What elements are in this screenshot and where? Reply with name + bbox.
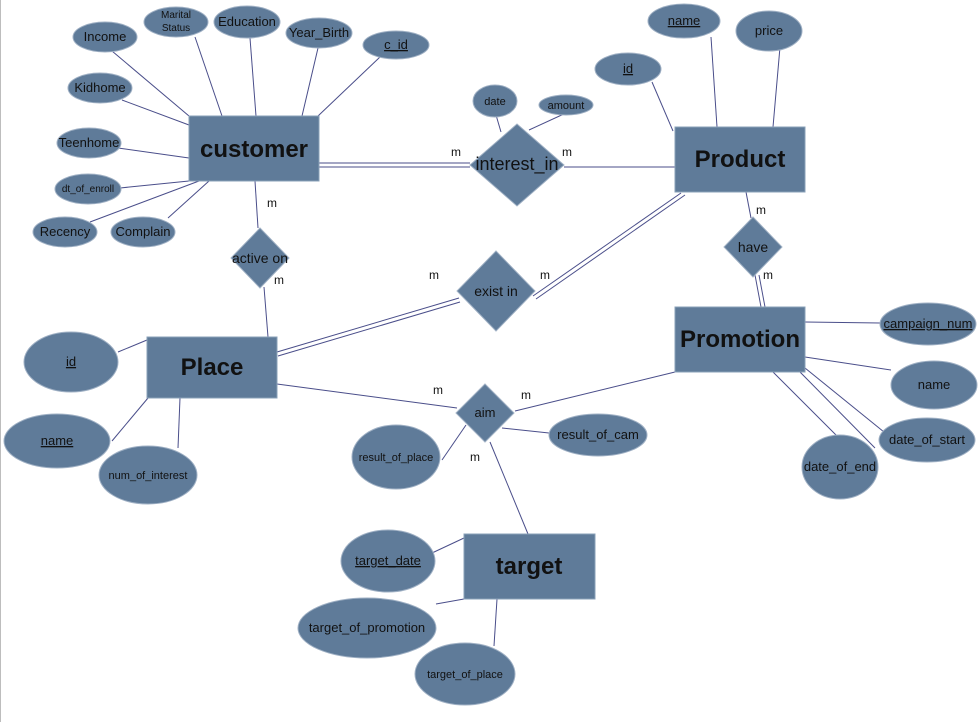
svg-text:dt_of_enroll: dt_of_enroll — [62, 184, 114, 195]
svg-text:name: name — [918, 377, 951, 392]
relationship-active-on: active on — [230, 227, 290, 289]
relationship-interest-in-label: interest_in — [475, 154, 558, 175]
attr-promotion-name: name — [890, 360, 978, 410]
svg-text:Year_Birth: Year_Birth — [289, 25, 349, 40]
relationship-exist-in: exist in — [456, 250, 536, 332]
entity-place: Place — [146, 336, 278, 399]
relationship-aim-label: aim — [475, 405, 496, 420]
attr-place-name: name — [3, 413, 111, 469]
cardinality-active-on-place: m — [274, 273, 284, 287]
cardinality-have-promotion: m — [763, 268, 773, 282]
cardinality-aim-target: m — [470, 450, 480, 464]
attr-customer-year-birth: Year_Birth — [285, 17, 353, 49]
attr-promotion-campaign-num: campaign_num — [879, 302, 977, 346]
connector-lines — [89, 36, 892, 647]
primary-key-target-date: target_date — [355, 553, 421, 568]
primary-key-c-id: c_id — [384, 37, 408, 52]
entity-target: target — [463, 533, 596, 600]
primary-key-place-id: id — [66, 354, 76, 369]
attr-target-date: target_date — [340, 529, 436, 593]
attr-product-price: price — [735, 10, 803, 52]
entity-target-label: target — [496, 553, 563, 580]
entity-place-label: Place — [181, 354, 244, 381]
attr-customer-dt-of-enroll: dt_of_enroll — [54, 173, 122, 205]
svg-text:Income: Income — [84, 29, 127, 44]
attr-product-name: name — [647, 3, 721, 39]
attr-customer-income: Income — [72, 21, 138, 53]
cardinality-place-exist-in: m — [429, 268, 439, 282]
svg-text:num_of_interest: num_of_interest — [109, 470, 188, 482]
attr-customer-recency: Recency — [32, 216, 98, 248]
attr-promotion-date-of-end: date_of_end — [801, 434, 879, 500]
relationship-have-label: have — [738, 239, 769, 255]
cardinality-place-aim: m — [433, 383, 443, 397]
relationship-exist-in-label: exist in — [474, 283, 518, 299]
cardinality-interest-in-product: m — [562, 145, 572, 159]
entity-promotion-label: Promotion — [680, 326, 800, 353]
attr-place-num-of-interest: num_of_interest — [98, 445, 198, 505]
svg-text:price: price — [755, 23, 783, 38]
svg-text:date_of_start: date_of_start — [889, 432, 965, 447]
cardinality-labels: m m m m m m m m m m m — [267, 145, 773, 464]
svg-text:Marital: Marital — [161, 10, 191, 21]
svg-text:Complain: Complain — [116, 224, 171, 239]
svg-text:target_of_promotion: target_of_promotion — [309, 620, 425, 635]
attr-product-id: id — [594, 52, 662, 86]
cardinality-product-have: m — [756, 203, 766, 217]
attr-interest-in-date: date — [472, 84, 518, 118]
svg-text:Recency: Recency — [40, 224, 91, 239]
primary-key-product-name: name — [668, 13, 701, 28]
attr-customer-complain: Complain — [110, 216, 176, 248]
attr-customer-teenhome: Teenhome — [56, 127, 122, 159]
entity-product: Product — [674, 126, 806, 193]
entity-promotion: Promotion — [674, 306, 806, 373]
cardinality-customer-active-on: m — [267, 196, 277, 210]
attr-interest-in-amount: amount — [538, 94, 594, 116]
svg-text:result_of_place: result_of_place — [359, 452, 434, 464]
entity-customer: customer — [188, 115, 320, 182]
cardinality-customer-interest-in: m — [451, 145, 461, 159]
attr-promotion-date-of-start: date_of_start — [878, 417, 976, 463]
attr-place-id: id — [23, 331, 119, 393]
svg-text:amount: amount — [548, 100, 585, 112]
svg-text:Status: Status — [162, 23, 190, 34]
svg-text:date_of_end: date_of_end — [804, 459, 876, 474]
attr-customer-marital-status: Marital Status — [143, 6, 209, 38]
relationship-active-on-label: active on — [232, 250, 288, 266]
attr-customer-education: Education — [213, 5, 281, 39]
attr-target-of-promotion: target_of_promotion — [297, 597, 437, 659]
attr-target-of-place: target_of_place — [414, 642, 516, 706]
svg-text:Teenhome: Teenhome — [59, 135, 120, 150]
svg-text:Kidhome: Kidhome — [74, 80, 125, 95]
entity-product-label: Product — [695, 146, 786, 173]
svg-text:result_of_cam: result_of_cam — [557, 427, 639, 442]
relationship-have: have — [723, 216, 783, 278]
primary-key-place-name: name — [41, 433, 74, 448]
canvas-left-border — [0, 0, 1, 722]
attr-customer-kidhome: Kidhome — [67, 72, 133, 104]
attr-aim-result-of-place: result_of_place — [351, 424, 441, 490]
attr-aim-result-of-cam: result_of_cam — [548, 413, 648, 457]
attr-customer-c-id: c_id — [362, 30, 430, 60]
svg-text:Education: Education — [218, 14, 276, 29]
svg-text:target_of_place: target_of_place — [427, 669, 503, 681]
primary-key-campaign-num: campaign_num — [884, 316, 973, 331]
cardinality-aim-promotion: m — [521, 388, 531, 402]
svg-text:date: date — [484, 96, 505, 108]
primary-key-product-id: id — [623, 61, 633, 76]
relationship-interest-in: interest_in — [469, 123, 565, 207]
entity-customer-label: customer — [200, 136, 308, 163]
relationship-aim: aim — [455, 383, 515, 443]
cardinality-exist-in-product: m — [540, 268, 550, 282]
